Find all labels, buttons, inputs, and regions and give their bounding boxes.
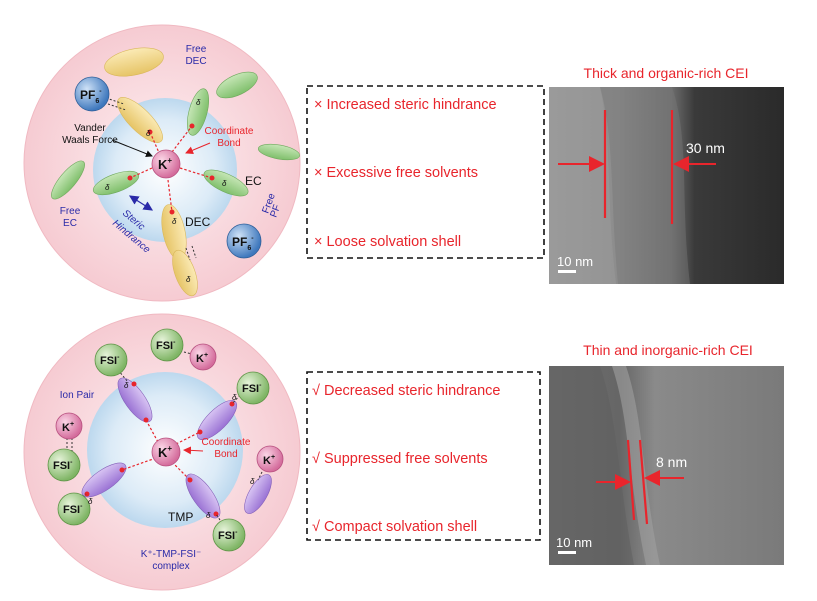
delta-label: δ <box>222 179 227 188</box>
svg-text:PF6-: PF6- <box>80 88 102 105</box>
k-ion <box>55 412 83 440</box>
complex-label: K⁺-TMP-FSI⁻ <box>141 549 202 560</box>
dec-label: DEC <box>185 215 211 229</box>
svg-text:FSI-: FSI- <box>63 503 83 516</box>
property-line: √ Compact solvation shell <box>312 519 477 535</box>
bond-dots <box>84 381 235 517</box>
top-tem-image: Thick and organic-rich CEI 30 nm 10 nm <box>549 65 784 284</box>
k-ion <box>256 445 284 473</box>
delta-label: δ <box>196 98 201 107</box>
svg-text:K+: K+ <box>62 421 74 434</box>
coordinated-ec-molecule <box>203 169 249 197</box>
free-dec-molecule <box>104 47 164 77</box>
svg-text:K+: K+ <box>263 454 275 467</box>
free-dec-label: DEC <box>185 56 206 67</box>
delta-label: δ <box>232 393 237 402</box>
delta-label: δ <box>250 477 255 486</box>
thickness-label: 30 nm <box>686 140 725 156</box>
tmp-molecule <box>185 473 221 519</box>
fsi-ion <box>57 492 91 526</box>
delta-label: δ <box>172 217 177 226</box>
free-ec-molecule <box>51 160 85 200</box>
delta-label: δ <box>124 381 129 390</box>
svg-text:FSI-: FSI- <box>156 339 176 352</box>
tmp-molecule <box>244 474 272 514</box>
van-der-waals-label: Vander <box>74 123 106 134</box>
van-der-waals-lines <box>105 97 197 261</box>
free-ec-label: Free <box>60 206 81 217</box>
svg-text:FSI-: FSI- <box>53 459 73 472</box>
svg-text:PF6-: PF6- <box>232 235 254 252</box>
free-dec-label: Free <box>186 44 207 55</box>
coordinated-dec-molecule <box>172 249 198 297</box>
ion-pair-label: Ion Pair <box>60 390 95 401</box>
svg-text:FSI-: FSI- <box>100 354 120 367</box>
svg-text:K+: K+ <box>158 156 172 172</box>
top-solvation-diagram: K+ PF6- PF6- δ δ δ δ δ δ Free DEC Vander… <box>23 24 301 302</box>
complex-label: complex <box>152 561 189 572</box>
bottom-property-box: √ Decreased steric hindrance √ Suppresse… <box>306 371 541 541</box>
scale-bar <box>558 551 576 554</box>
fsi-ion <box>94 343 128 377</box>
svg-text:K+: K+ <box>158 444 172 460</box>
coordinate-bond-label: Coordinate <box>202 437 251 448</box>
fsi-ion <box>236 371 270 405</box>
free-ec-label: EC <box>63 218 77 229</box>
property-line: √ Decreased steric hindrance <box>312 383 501 399</box>
coordinate-bond-label: Bond <box>217 138 240 149</box>
free-pf6-label: PF <box>268 203 283 219</box>
k-ion <box>189 343 217 371</box>
coordinate-bond-label: Bond <box>214 449 237 460</box>
delta-label: δ <box>146 129 151 138</box>
free-ec-molecule <box>216 71 258 99</box>
coordinate-bond-lines <box>129 125 213 213</box>
fsi-ion <box>212 518 246 552</box>
top-property-box: × Increased steric hindrance × Excessive… <box>306 85 545 259</box>
svg-text:FSI-: FSI- <box>242 382 262 395</box>
svg-text:K+: K+ <box>196 352 208 365</box>
tem-title: Thick and organic-rich CEI <box>584 65 749 81</box>
svg-text:FSI-: FSI- <box>218 529 238 542</box>
property-line: × Excessive free solvents <box>314 165 478 181</box>
coordinated-ec-molecule <box>92 170 140 196</box>
k-ion <box>151 149 181 179</box>
pf6-ion <box>74 76 110 112</box>
scale-bar <box>558 270 576 273</box>
tem-title: Thin and inorganic-rich CEI <box>583 342 753 358</box>
property-line: × Loose solvation shell <box>314 234 461 250</box>
free-pf6-ion <box>226 223 262 259</box>
fsi-ion <box>47 448 81 482</box>
property-line: × Increased steric hindrance <box>314 97 497 113</box>
k-ion <box>151 437 181 467</box>
delta-label: δ <box>186 275 191 284</box>
coordinate-bond-label: Coordinate <box>205 126 254 137</box>
fsi-ion <box>150 328 184 362</box>
scale-bar-label: 10 nm <box>556 535 592 550</box>
bottom-tem-image: Thin and inorganic-rich CEI 8 nm 10 nm <box>549 342 784 565</box>
coordinate-bond-lines <box>121 419 201 481</box>
bottom-solvation-diagram: K+ FSI- FSI- K+ FSI- K+ FSI- FSI- K+ FSI… <box>23 313 301 591</box>
tmp-molecule <box>81 462 127 498</box>
bond-dots <box>127 123 215 215</box>
tmp-molecule <box>197 400 237 440</box>
scale-bar-label: 10 nm <box>557 254 593 269</box>
delta-label: δ <box>88 497 93 506</box>
thickness-label: 8 nm <box>656 454 687 470</box>
delta-label: δ <box>105 183 110 192</box>
ec-label: EC <box>245 174 262 188</box>
tmp-label: TMP <box>168 510 193 524</box>
property-line: √ Suppressed free solvents <box>312 451 488 467</box>
tmp-molecule <box>117 377 153 423</box>
van-der-waals-label: Waals Force <box>62 135 118 146</box>
delta-label: δ <box>206 511 211 520</box>
free-ec-molecule <box>257 143 301 161</box>
